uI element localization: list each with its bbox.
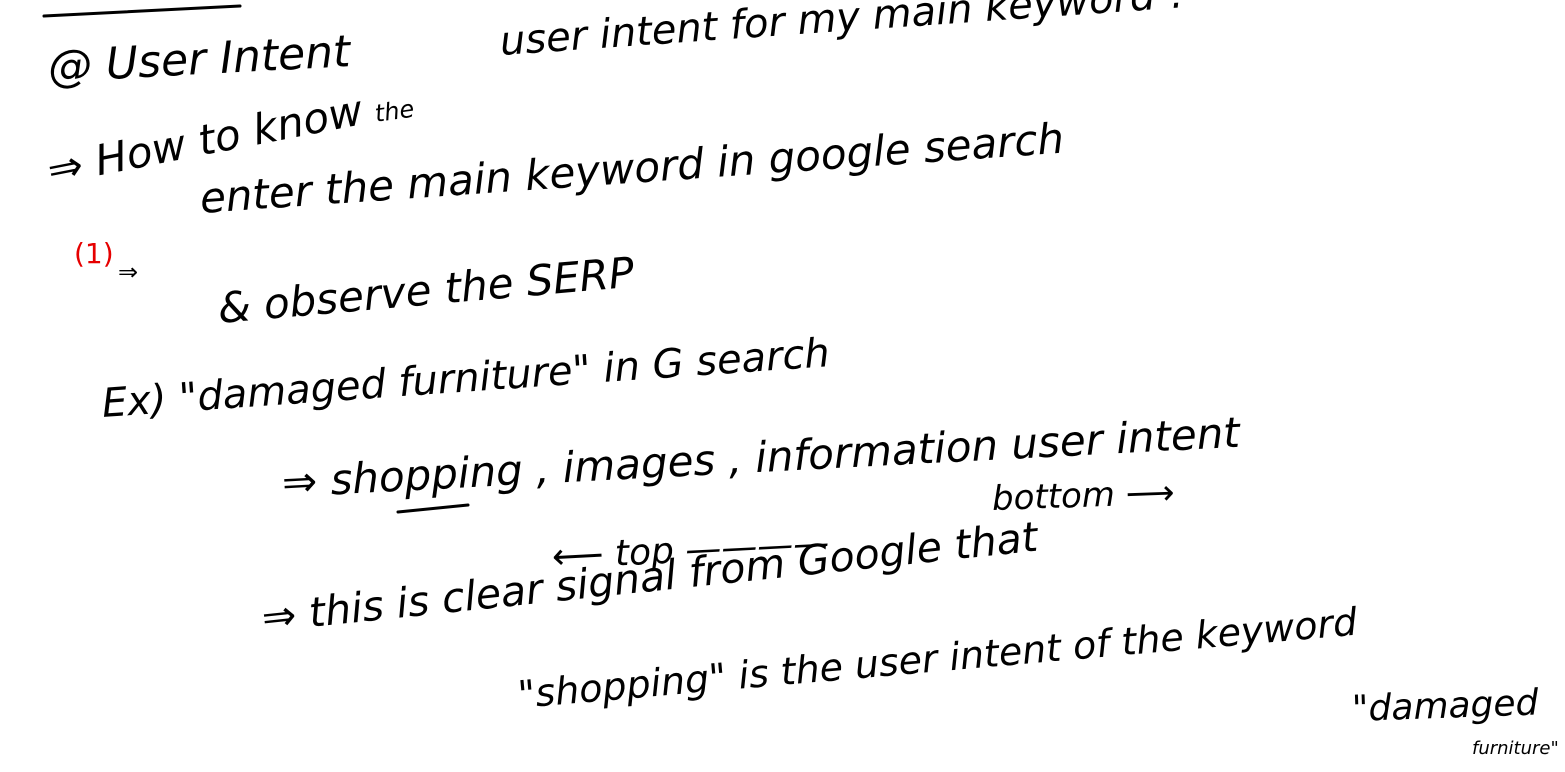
step-arrow-icon: ⇒ xyxy=(118,258,139,286)
bottom-label: bottom ⟶ xyxy=(991,472,1176,519)
keyword-damaged: "damaged xyxy=(1351,682,1540,730)
inserted-word-the: the xyxy=(373,94,416,128)
shopping-underline xyxy=(396,503,470,514)
keyword-furniture: furniture" xyxy=(1472,738,1559,759)
step-number-marker: (1) xyxy=(74,237,114,270)
top-margin-line xyxy=(42,4,242,18)
